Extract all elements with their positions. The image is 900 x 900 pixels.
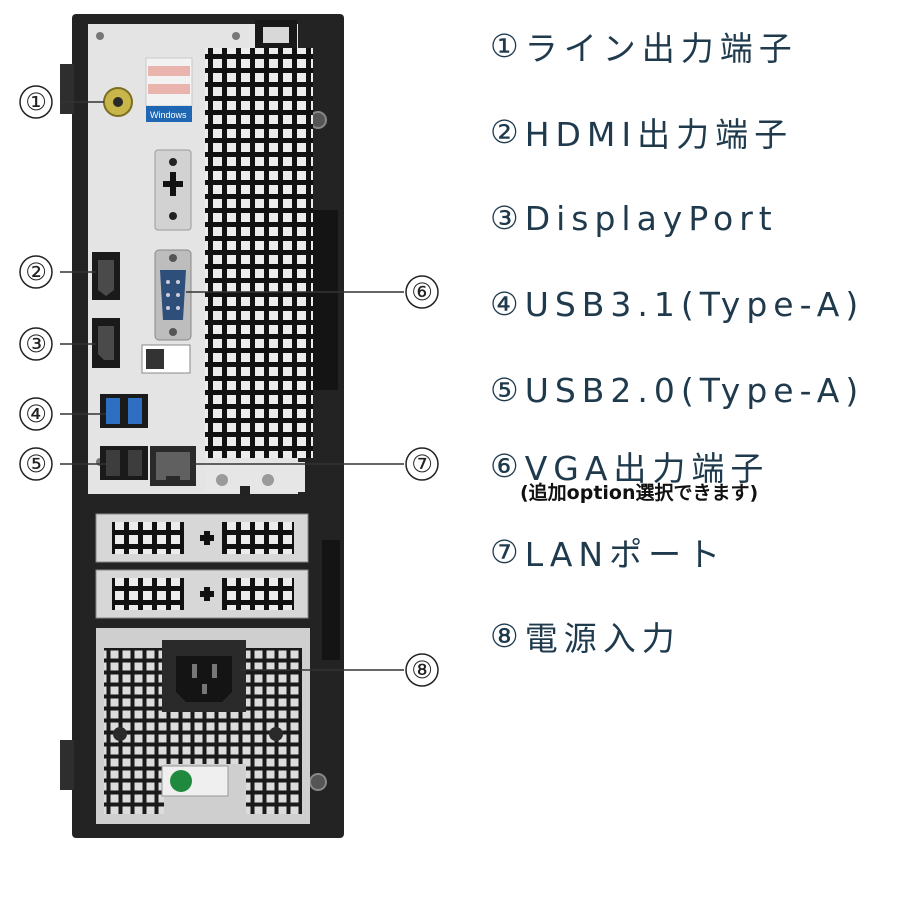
- legend-label: VGA出力端子: [524, 449, 770, 488]
- legend-item-line-out: ① ライン出力端子: [490, 24, 798, 68]
- legend-number: ②: [490, 113, 519, 151]
- port-legend: ① ライン出力端子 ② HDMI出力端子 ③ DisplayPort ④ USB…: [490, 0, 900, 900]
- legend-item-usb31: ④ USB3.1(Type-A): [490, 282, 864, 326]
- psu-test-button: [161, 765, 229, 797]
- legend-number: ⑧: [490, 617, 519, 655]
- callout-number: ⑦: [411, 450, 433, 478]
- windows-badge: [145, 57, 193, 122]
- legend-label: DisplayPort: [524, 198, 778, 238]
- legend-number: ①: [490, 27, 519, 65]
- usb31-ports: [100, 394, 148, 428]
- line-out-jack: [103, 87, 133, 117]
- legend-item-hdmi: ② HDMI出力端子: [490, 110, 793, 154]
- legend-label: USB2.0(Type-A): [524, 370, 865, 410]
- legend-item-usb20: ⑤ USB2.0(Type-A): [490, 368, 864, 412]
- lan-port: [150, 446, 196, 486]
- expansion-slot-2: [95, 569, 309, 619]
- legend-number: ⑤: [490, 371, 519, 409]
- legend-item-lan: ⑦ LANポート: [490, 530, 726, 574]
- legend-number: ③: [490, 199, 519, 237]
- legend-item-displayport: ③ DisplayPort: [490, 196, 778, 240]
- legend-label: HDMI出力端子: [524, 115, 794, 154]
- callout-number: ①: [25, 88, 47, 116]
- callout-1: ①: [19, 85, 104, 119]
- legend-number: ⑥: [490, 447, 519, 485]
- legend-label: LANポート: [524, 535, 727, 574]
- vga-port: [154, 249, 192, 341]
- callout-number: ⑤: [25, 450, 47, 478]
- vga-option-note: (追加option選択できます): [520, 482, 759, 504]
- legend-item-power-input: ⑧ 電源入力: [490, 614, 681, 658]
- usb20-ports: [100, 446, 148, 480]
- callout-number: ⑥: [411, 278, 433, 306]
- callout-8: ⑧: [240, 653, 439, 687]
- lock-area: [205, 462, 305, 496]
- callout-7: ⑦: [190, 447, 439, 481]
- callout-number: ⑧: [411, 656, 433, 684]
- callout-3: ③: [19, 327, 96, 361]
- displayport-port: [92, 318, 120, 368]
- legend-label: ライン出力端子: [524, 29, 798, 68]
- hdmi-port: [92, 252, 120, 300]
- legend-number: ⑦: [490, 533, 519, 571]
- callout-number: ③: [25, 330, 47, 358]
- callout-2: ②: [19, 255, 96, 289]
- power-inlet: [162, 640, 246, 712]
- callout-4: ④: [19, 397, 106, 431]
- legend-label: 電源入力: [524, 619, 681, 658]
- callout-6: ⑥: [186, 275, 439, 309]
- callout-5: ⑤: [19, 447, 106, 481]
- legend-label: USB3.1(Type-A): [524, 284, 865, 324]
- legend-item-vga: ⑥ VGA出力端子: [490, 444, 769, 488]
- callout-number: ④: [25, 400, 47, 428]
- windows-badge-label: Windows: [150, 110, 187, 120]
- callout-number: ②: [25, 258, 47, 286]
- legend-number: ④: [490, 285, 519, 323]
- expansion-slot-1: [95, 513, 309, 563]
- expansion-knockout: [154, 149, 192, 231]
- service-tag-label: [141, 344, 191, 374]
